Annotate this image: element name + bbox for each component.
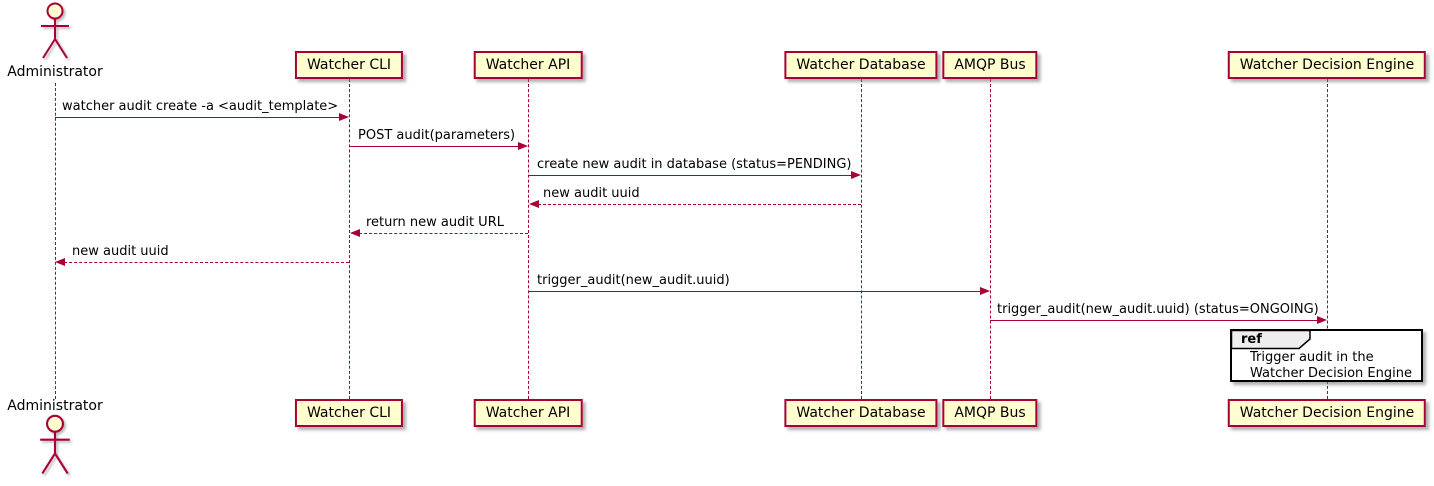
- arrowhead-left-icon: [55, 258, 65, 266]
- message-label: POST audit(parameters): [358, 128, 516, 143]
- actor-icon-administrator-top: [41, 2, 69, 59]
- actor-icon-administrator-bottom: [40, 414, 70, 475]
- ref-text-line: Watcher Decision Engine: [1250, 366, 1412, 381]
- message-label: return new audit URL: [366, 215, 504, 230]
- participant-box-amqp-bus-top: AMQP Bus: [942, 51, 1038, 79]
- lifeline-watcher-decision-engine: [1327, 79, 1328, 399]
- ref-text-line: Trigger audit in the: [1250, 350, 1374, 365]
- ref-fragment: ref Trigger audit in the Watcher Decisio…: [1230, 329, 1423, 382]
- lifeline-watcher-cli: [349, 79, 350, 399]
- participant-box-watcher-api-top: Watcher API: [473, 51, 583, 79]
- participant-box-watcher-api-bottom: Watcher API: [473, 399, 583, 427]
- actor-label-administrator-top: Administrator: [7, 64, 103, 80]
- participant-box-watcher-cli-top: Watcher CLI: [294, 51, 404, 79]
- participant-box-watcher-decision-engine-top: Watcher Decision Engine: [1227, 51, 1427, 79]
- arrowhead-right-icon: [339, 113, 349, 121]
- message-label: create new audit in database (status=PEN…: [537, 157, 852, 172]
- message-line: [529, 175, 852, 176]
- lifeline-administrator: [55, 83, 56, 399]
- message-label: trigger_audit(new_audit.uuid): [537, 273, 730, 288]
- message-line: [55, 117, 340, 118]
- message-line: [990, 320, 1318, 321]
- participant-box-watcher-database-top: Watcher Database: [784, 51, 938, 79]
- arrowhead-right-icon: [980, 287, 990, 295]
- arrowhead-right-icon: [851, 171, 861, 179]
- lifeline-amqp-bus: [990, 79, 991, 399]
- lifeline-watcher-api: [528, 79, 529, 399]
- ref-header-tab: [1231, 330, 1311, 350]
- participant-box-watcher-database-bottom: Watcher Database: [784, 399, 938, 427]
- message-label: trigger_audit(new_audit.uuid) (status=ON…: [997, 302, 1319, 317]
- message-line: [350, 146, 519, 147]
- lifeline-watcher-database: [861, 79, 862, 399]
- arrowhead-left-icon: [350, 229, 360, 237]
- message-line-dashed: [64, 262, 349, 263]
- message-line-dashed: [359, 233, 528, 234]
- message-line-dashed: [538, 204, 861, 205]
- message-label: new audit uuid: [72, 244, 169, 259]
- message-label: watcher audit create -a <audit_template>: [62, 99, 339, 114]
- arrowhead-right-icon: [518, 142, 528, 150]
- participant-box-amqp-bus-bottom: AMQP Bus: [942, 399, 1038, 427]
- ref-keyword: ref: [1241, 332, 1262, 347]
- arrowhead-right-icon: [1317, 316, 1327, 324]
- message-line: [529, 291, 981, 292]
- participant-box-watcher-decision-engine-bottom: Watcher Decision Engine: [1227, 399, 1427, 427]
- participant-box-watcher-cli-bottom: Watcher CLI: [294, 399, 404, 427]
- actor-label-administrator-bottom: Administrator: [7, 398, 103, 414]
- message-label: new audit uuid: [543, 186, 640, 201]
- arrowhead-left-icon: [529, 200, 539, 208]
